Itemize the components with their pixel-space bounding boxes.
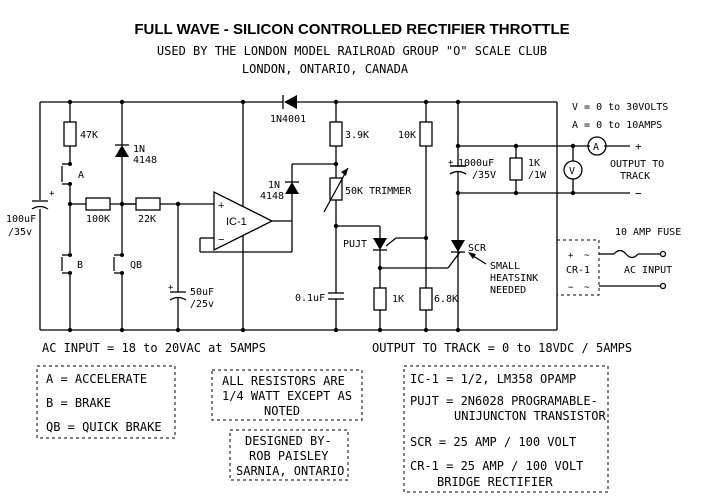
switch-b [61,253,72,275]
label-c1000-value: 1000uF [458,158,494,169]
parts-cr1-line1: CR-1 = 25 AMP / 100 VOLT [410,459,583,473]
opamp-ic1 [199,102,293,330]
label-trimmer: 50K TRIMMER [345,186,412,197]
column-x70 [63,102,77,330]
label-voltmeter: V [569,166,575,177]
diode-1n4001 [282,95,297,109]
bridge-rectifier-cr1: + − ~ ~ [556,239,667,296]
junction-dots [67,99,461,333]
label-ic1: IC-1 [226,216,247,228]
label-heatsink-1: SMALL [490,261,520,272]
column-x122 [115,102,129,330]
parts-pujt-line1: PUJT = 2N6028 PROGRAMABLE- [410,394,598,408]
label-fuse: 10 AMP FUSE [615,227,681,238]
label-r22k: 22K [138,214,156,225]
parts-cr1-line2: BRIDGE RECTIFIER [437,475,553,489]
label-r39k: 3.9K [345,130,369,141]
switch-qb [113,253,124,275]
column-x336 [323,102,349,330]
designer-line3: SARNIA, ONTARIO [236,464,344,478]
resistor-note-line1: ALL RESISTORS ARE [222,374,345,388]
output-section [449,136,630,196]
capacitor-50uf: + [168,204,187,330]
svg-text:+: + [168,283,174,293]
svg-text:+: + [568,251,574,261]
parts-scr: SCR = 25 AMP / 100 VOLT [410,435,576,449]
parts-list-box [403,365,609,493]
svg-text:+: + [49,189,55,199]
label-diode-1n4001: 1N4001 [270,114,306,125]
subtitle-location: LONDON, ONTARIO, CANADA [242,62,409,76]
label-c50-value: 50uF [190,287,214,298]
legend-quick-brake: QB = QUICK BRAKE [46,420,162,434]
parts-pujt-line2: UNIJUNCTON TRANSISTOR [454,409,606,423]
label-output-to: OUTPUT TO [610,159,664,170]
resistor-22k [122,197,214,211]
label-track: TRACK [620,171,650,182]
label-ac-input: AC INPUT [624,265,672,276]
capacitor-100uf: + [31,189,55,210]
column-x426 [419,102,433,330]
designer-line2: ROB PAISLEY [249,449,329,463]
label-diode1-number: 4148 [133,155,157,166]
diode-1n4148-2 [285,163,336,221]
svg-text:−: − [568,283,574,293]
ac-input-spec: AC INPUT = 18 to 20VAC at 5AMPS [42,341,266,355]
label-r1k1w-rating: /1W [528,170,547,181]
parts-ic1: IC-1 = 1/2, LM358 OPAMP [410,372,576,386]
label-r68k: 6.8K [434,294,458,305]
heatsink-arrow [468,252,487,265]
label-c100-value: 100uF [6,214,36,225]
label-c100-voltage: /35v [8,227,32,238]
legend-accelerate: A = ACCELERATE [46,372,147,386]
label-c01: 0.1uF [295,293,325,304]
label-r100k: 100K [86,214,110,225]
label-diode1-type: 1N [133,144,145,155]
label-opamp-plus: + [218,200,224,212]
label-heatsink-2: HEATSINK [490,273,538,284]
label-r10k: 10K [398,130,416,141]
label-pujt: PUJT [343,239,367,250]
label-ammeter: A [593,142,599,153]
label-cr1: CR-1 [566,265,590,276]
legend-box [36,365,176,439]
label-c1000-voltage: /35V [472,170,496,181]
label-switch-qb: QB [130,260,142,271]
diagram-title: FULL WAVE - SILICON CONTROLLED RECTIFIER… [134,21,569,38]
label-r1k: 1K [392,294,404,305]
label-diode2-number: 4148 [260,191,284,202]
label-switch-a: A [78,170,84,181]
label-heatsink-3: NEEDED [490,285,526,296]
label-scr: SCR [468,243,487,254]
svg-text:~: ~ [584,251,590,261]
resistor-note-box [211,369,363,421]
pujt-branch [333,223,448,330]
label-output-minus: − [635,187,642,200]
label-r1k1w-value: 1K [528,158,540,169]
label-output-plus: + [635,140,642,153]
legend-brake: B = BRAKE [46,396,111,410]
designer-line1: DESIGNED BY- [245,434,332,448]
label-volt-range: V = 0 to 30VOLTS [572,102,668,113]
label-c50-voltage: /25v [190,299,214,310]
resistor-note-line2: 1/4 WATT EXCEPT AS [222,389,352,403]
svg-text:~: ~ [584,283,590,293]
label-amp-range: A = 0 to 10AMPS [572,120,662,131]
subtitle-club: USED BY THE LONDON MODEL RAILROAD GROUP … [157,44,547,58]
output-spec: OUTPUT TO TRACK = 0 to 18VDC / 5AMPS [372,341,632,355]
label-opamp-minus: − [218,234,224,246]
switch-a [61,162,72,186]
label-r47k: 47K [80,130,98,141]
label-switch-b: B [77,260,83,271]
label-diode2-type: 1N [268,180,280,191]
resistor-note-line3: NOTED [264,404,300,418]
label-c1000-plus: + [448,158,454,168]
